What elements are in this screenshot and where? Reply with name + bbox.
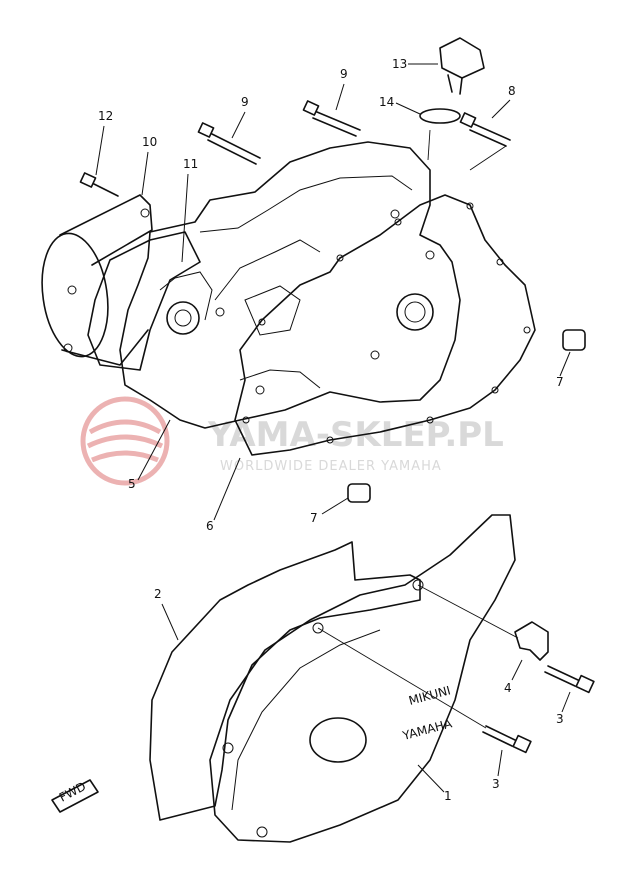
clutch-cover	[209, 514, 516, 843]
callout-2: 2	[154, 587, 162, 601]
gasket-clutch	[149, 541, 421, 821]
callout-3-right: 3	[556, 712, 564, 726]
bolt-12	[79, 172, 119, 197]
callout-13: 13	[392, 57, 407, 71]
callout-10: 10	[142, 135, 157, 149]
clutch-cover-boss	[309, 717, 367, 763]
callouts: 13 9 8 14 9 12 10 11 7 5 6 7 2 4 3 3 1	[95, 57, 571, 803]
callout-7-right: 7	[556, 375, 564, 389]
assembly-lines-lower	[317, 584, 519, 729]
rotor-cover	[41, 194, 153, 366]
dowel-pin-a	[562, 329, 586, 351]
bolt-3-b	[482, 725, 532, 754]
bolt-3-a	[544, 665, 595, 694]
callout-7-bottom: 7	[310, 511, 318, 525]
oil-filler-cap	[419, 37, 485, 124]
assembly-lines-upper	[427, 129, 507, 171]
gasket-rotor	[87, 231, 201, 371]
callout-3-bottom: 3	[492, 777, 500, 791]
bolt-9-a	[197, 122, 261, 165]
bolt-9-b	[302, 100, 361, 137]
crankcase-cover-left	[119, 141, 461, 429]
callout-8: 8	[508, 84, 516, 98]
clutch-cover-rim	[231, 629, 381, 811]
gasket-holes	[242, 202, 531, 444]
callout-9-left: 9	[241, 95, 249, 109]
watermark-brand: YAMA-SKLEP.PL	[207, 415, 504, 455]
callout-12: 12	[98, 109, 113, 123]
cover-stamp-2: YAMAHA	[400, 716, 454, 743]
callout-6: 6	[206, 519, 214, 533]
callout-14: 14	[379, 95, 394, 109]
callout-11: 11	[183, 157, 198, 171]
fwd-arrow: FWD	[51, 779, 99, 813]
bracket	[514, 621, 549, 661]
watermark-logo	[80, 396, 170, 486]
callout-1: 1	[444, 789, 452, 803]
bolt-8	[459, 112, 511, 147]
watermark-tagline: WORLDWIDE DEALER YAMAHA	[220, 459, 442, 474]
callout-5: 5	[128, 477, 136, 491]
dowel-pin-b	[347, 483, 371, 503]
callout-4: 4	[504, 681, 512, 695]
fwd-label: FWD	[57, 779, 88, 805]
gasket-crankcase	[234, 194, 536, 456]
callout-9-top: 9	[340, 67, 348, 81]
